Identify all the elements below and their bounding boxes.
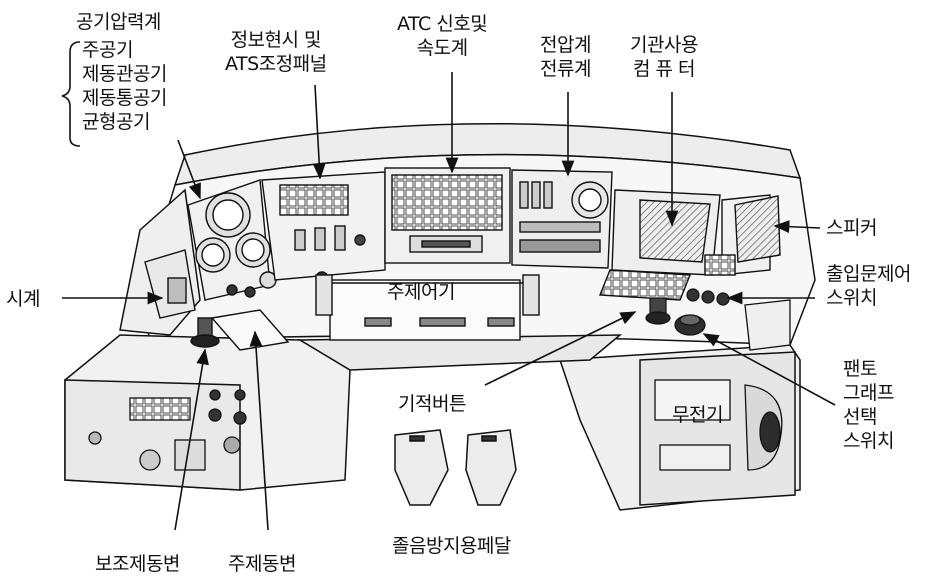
deadman-pedal-label: 졸음방지용페달 (392, 535, 511, 557)
atc-line-1: ATC 신호및 (397, 13, 488, 35)
pantograph-label: 팬토 그래프 선택 스위치 (843, 357, 894, 453)
meter-panel (511, 169, 613, 269)
computer-label: 기관사용 컴 퓨 터 (630, 33, 698, 81)
master-controller-box (315, 274, 540, 341)
air-gauge-panel (187, 179, 277, 301)
main-brake-plate (210, 309, 290, 351)
deadman-pedals (394, 429, 517, 506)
master-controller-label: 주제어기 (387, 281, 455, 303)
atc-panel (384, 167, 511, 264)
pantograph-line-1: 팬토 (843, 358, 877, 380)
air-gauge-item-brake-cylinder: 제동통공기 (82, 87, 167, 109)
arrow-air-gauge (177, 139, 201, 200)
speaker-grille (734, 195, 781, 263)
main-brake-label: 주제동변 (228, 553, 296, 575)
speaker-label: 스피커 (826, 217, 877, 239)
air-gauge-brace (61, 41, 81, 147)
air-gauge-title: 공기압력계 (76, 11, 161, 33)
info-panel-line-2: ATS조정패널 (225, 53, 327, 75)
volt-amp-line-1: 전압계 (540, 34, 591, 56)
computer-line-2: 컴 퓨 터 (632, 58, 696, 80)
radio-unit (654, 379, 783, 471)
pantograph-line-3: 선택 (843, 406, 877, 428)
clock-label: 시계 (6, 288, 40, 310)
volt-amp-label: 전압계 전류계 (540, 33, 591, 81)
info-panel-label: 정보현시 및 ATS조정패널 (225, 28, 327, 76)
volt-amp-line-2: 전류계 (540, 58, 591, 80)
horn-button-label: 기적버튼 (398, 393, 466, 415)
air-gauge-item-equalizing: 균형공기 (82, 111, 150, 133)
arrow-speaker (773, 220, 821, 234)
atc-label: ATC 신호및 속도계 (397, 12, 488, 60)
aux-brake-label: 보조제동변 (95, 553, 180, 575)
door-switches (686, 288, 730, 306)
left-lower-panel (88, 389, 247, 471)
atc-line-2: 속도계 (416, 37, 468, 59)
callout-lines (62, 72, 836, 531)
info-panel-line-1: 정보현시 및 (230, 29, 322, 51)
horn-button (645, 297, 671, 325)
door-switch-label: 출입문제어 스위치 (826, 262, 911, 310)
pantograph-switch (674, 314, 706, 336)
air-gauge-items: 주공기 제동관공기 제동통공기 균형공기 (82, 38, 167, 134)
arrow-ats-panel (312, 84, 326, 180)
clock-unit (144, 249, 220, 348)
right-side-box (744, 299, 791, 351)
computer-line-1: 기관사용 (630, 34, 698, 56)
arrow-horn (484, 311, 637, 386)
radio-label: 무전기 (672, 404, 723, 426)
arrow-aux-brake (174, 348, 209, 531)
pantograph-line-4: 스위치 (843, 430, 894, 452)
ats-panel (261, 171, 386, 285)
air-gauge-item-main: 주공기 (82, 39, 133, 61)
arrow-pantograph (702, 333, 836, 406)
pantograph-line-2: 그래프 (843, 382, 894, 404)
air-gauge-item-brake-pipe: 제동관공기 (82, 63, 167, 85)
arrow-main-brake (249, 330, 269, 531)
door-switch-line-1: 출입문제어 (826, 263, 911, 285)
door-switch-line-2: 스위치 (826, 287, 877, 309)
